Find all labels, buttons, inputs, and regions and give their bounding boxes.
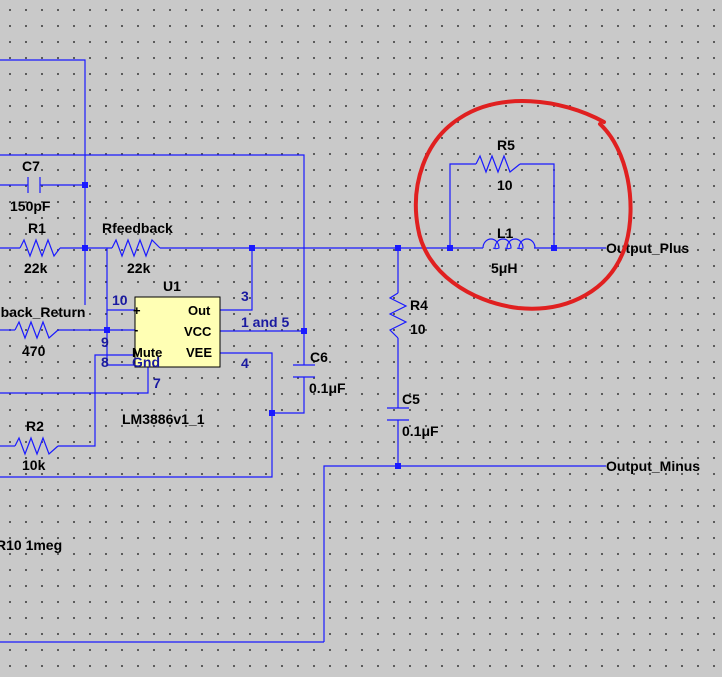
- pin-10-label: 10: [112, 292, 128, 308]
- wire-r5-right[interactable]: [520, 163, 555, 248]
- junction-dot: [249, 245, 255, 251]
- output-minus-label: Output_Minus: [606, 458, 700, 474]
- capacitor-c7[interactable]: [27, 177, 41, 193]
- junction-dot: [395, 245, 401, 251]
- c5-name-label: C5: [402, 391, 420, 407]
- junction-dot: [395, 463, 401, 469]
- l1-value-label: 5μH: [491, 260, 517, 276]
- resistor-rfeedback[interactable]: [111, 238, 161, 258]
- wire-output-minus[interactable]: [323, 465, 606, 642]
- junction-dot: [551, 245, 557, 251]
- pin-3-label: 3: [241, 288, 249, 304]
- resistor-470-value-label: 470: [22, 343, 46, 359]
- wire-top-left-loop[interactable]: [0, 59, 86, 305]
- wire-out-pin[interactable]: [220, 248, 253, 311]
- wire-r2-right[interactable]: [58, 354, 135, 447]
- resistor-r5[interactable]: [475, 154, 521, 174]
- r5-value-label: 10: [497, 177, 513, 193]
- ic-u1-body[interactable]: [134, 296, 221, 368]
- pin-7-label: 7: [153, 375, 161, 391]
- pin-4-label: 4: [241, 355, 249, 371]
- junction-dot: [82, 182, 88, 188]
- capacitor-c5[interactable]: [387, 407, 409, 421]
- rfeedback-value-label: 22k: [127, 260, 151, 276]
- l1-name-label: L1: [497, 225, 514, 241]
- r5-name-label: R5: [497, 137, 515, 153]
- pin-1and5-label: 1 and 5: [241, 314, 289, 330]
- u1-name-label: U1: [163, 278, 181, 294]
- wire-gnd[interactable]: [0, 367, 149, 394]
- wire-r5-left[interactable]: [449, 163, 476, 248]
- pin-8-label: 8: [101, 354, 109, 370]
- junction-dot: [269, 410, 275, 416]
- r4-name-label: R4: [410, 297, 428, 313]
- feedback-return-label: Feedback_Return: [0, 304, 85, 320]
- wires: [0, 59, 606, 643]
- output-plus-label: Output_Plus: [606, 240, 689, 256]
- ic-plus-label: +: [133, 303, 141, 318]
- r2-name-label: R2: [26, 418, 44, 434]
- c7-name-label: C7: [22, 158, 40, 174]
- junction-dot: [447, 245, 453, 251]
- wire-plus-input[interactable]: [106, 248, 135, 366]
- spice-directive-label: R10 1meg: [0, 537, 62, 553]
- r1-name-label: R1: [28, 220, 46, 236]
- ic-vee-label: VEE: [186, 345, 212, 360]
- c5-value-label: 0.1μF: [402, 423, 439, 439]
- junction-dot: [82, 245, 88, 251]
- wire-c6-bottom[interactable]: [272, 377, 305, 414]
- c6-name-label: C6: [310, 349, 328, 365]
- pin-9-label: 9: [101, 334, 109, 350]
- junctions: [82, 182, 557, 469]
- capacitor-c6[interactable]: [293, 364, 315, 378]
- junction-dot: [301, 328, 307, 334]
- highlight-circle: [413, 99, 633, 311]
- inductor-l1[interactable]: [482, 238, 536, 250]
- resistor-r1[interactable]: [19, 238, 61, 258]
- wire-vcc-rail[interactable]: [0, 154, 305, 365]
- resistor-r2[interactable]: [14, 436, 59, 456]
- junction-dot: [104, 327, 110, 333]
- ic-out-label: Out: [188, 303, 211, 318]
- c6-value-label: 0.1μF: [309, 380, 346, 396]
- ic-gnd-label: Gnd: [132, 354, 160, 370]
- ic-model-label: LM3886v1_1: [122, 411, 205, 427]
- resistor-r4[interactable]: [388, 292, 408, 339]
- r4-value-label: 10: [410, 321, 426, 337]
- ic-mute-label: Mute: [132, 345, 162, 360]
- c7-value-label: 150pF: [10, 198, 51, 214]
- ic-vcc-label: VCC: [184, 324, 212, 339]
- ic-minus-label: -: [134, 322, 138, 337]
- r2-value-label: 10k: [22, 457, 46, 473]
- rfeedback-name-label: Rfeedback: [102, 220, 173, 236]
- r1-value-label: 22k: [24, 260, 48, 276]
- resistor-470[interactable]: [14, 320, 59, 340]
